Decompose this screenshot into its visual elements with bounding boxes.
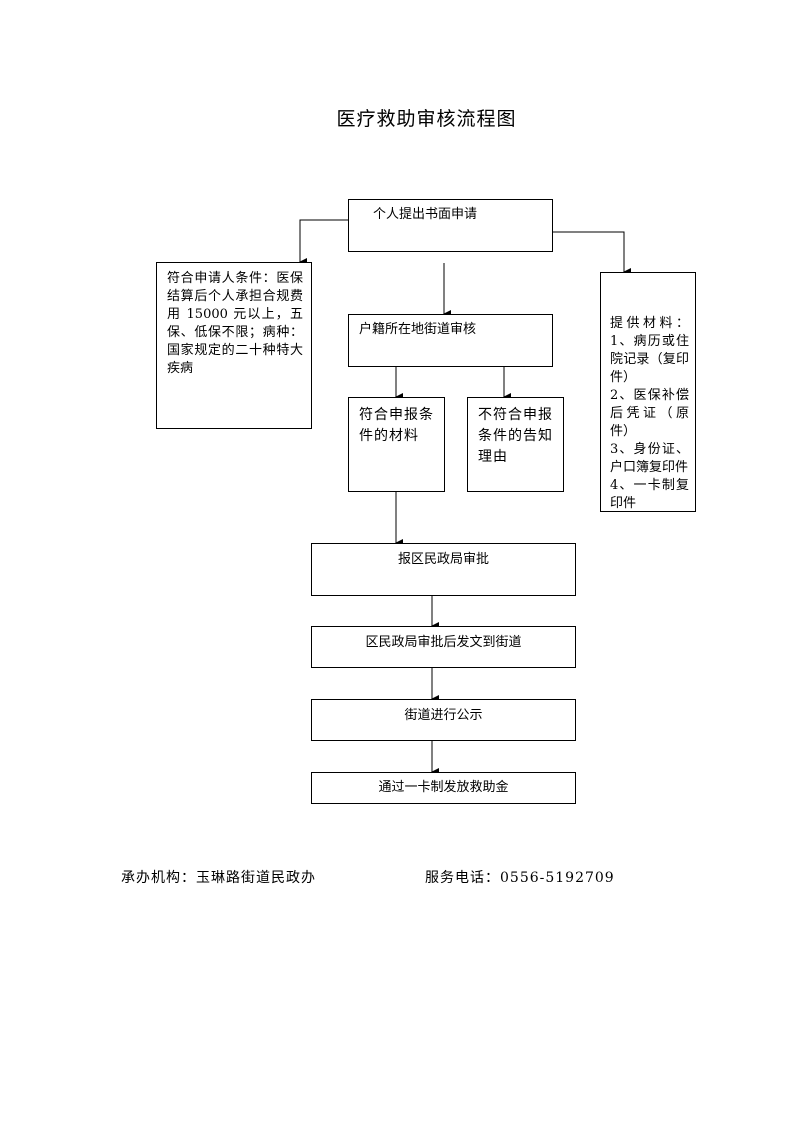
node-applicant-conditions-text: 符合申请人条件：医保结算后个人承担合规费用 15000 元以上，五保、低保不限；…: [167, 271, 303, 376]
node-required-materials: 提供材料：1、病历或住院记录（复印件） 2、医保补偿后凭证（原件） 3、身份证、…: [600, 272, 696, 512]
node-district-approval: 报区民政局审批: [311, 543, 576, 596]
page-title: 医疗救助审核流程图: [336, 108, 517, 130]
node-street-publicity-text: 街道进行公示: [404, 708, 483, 723]
node-street-review-text: 户籍所在地街道审核: [359, 322, 477, 337]
arrow-apply-to-conditions: [299, 219, 348, 266]
node-unqualified-reason-text: 不符合申报条件的告知理由: [478, 407, 553, 465]
node-aid-payment-text: 通过一卡制发放救助金: [378, 780, 509, 795]
node-unqualified-reason: 不符合申报条件的告知理由: [467, 397, 564, 492]
node-qualified-materials: 符合申报条件的材料: [348, 397, 445, 492]
node-qualified-materials-text: 符合申报条件的材料: [359, 407, 434, 444]
node-dispatch-to-street: 区民政局审批后发文到街道: [311, 626, 576, 668]
node-required-materials-text: 提供材料：1、病历或住院记录（复印件） 2、医保补偿后凭证（原件） 3、身份证、…: [610, 316, 689, 511]
node-personal-application: 个人提出书面申请: [348, 199, 553, 252]
node-dispatch-to-street-text: 区民政局审批后发文到街道: [365, 635, 522, 650]
node-applicant-conditions: 符合申请人条件：医保结算后个人承担合规费用 15000 元以上，五保、低保不限；…: [156, 262, 312, 429]
node-district-approval-text: 报区民政局审批: [397, 552, 489, 567]
footer-organizer: 承办机构：玉琳路街道民政办: [121, 870, 316, 886]
footer-service-phone: 服务电话：0556-5192709: [425, 870, 615, 886]
node-aid-payment: 通过一卡制发放救助金: [311, 772, 576, 804]
node-personal-application-text: 个人提出书面申请: [373, 207, 478, 222]
node-street-review: 户籍所在地街道审核: [348, 314, 553, 367]
arrow-apply-to-materials: [553, 231, 631, 276]
node-street-publicity: 街道进行公示: [311, 699, 576, 741]
